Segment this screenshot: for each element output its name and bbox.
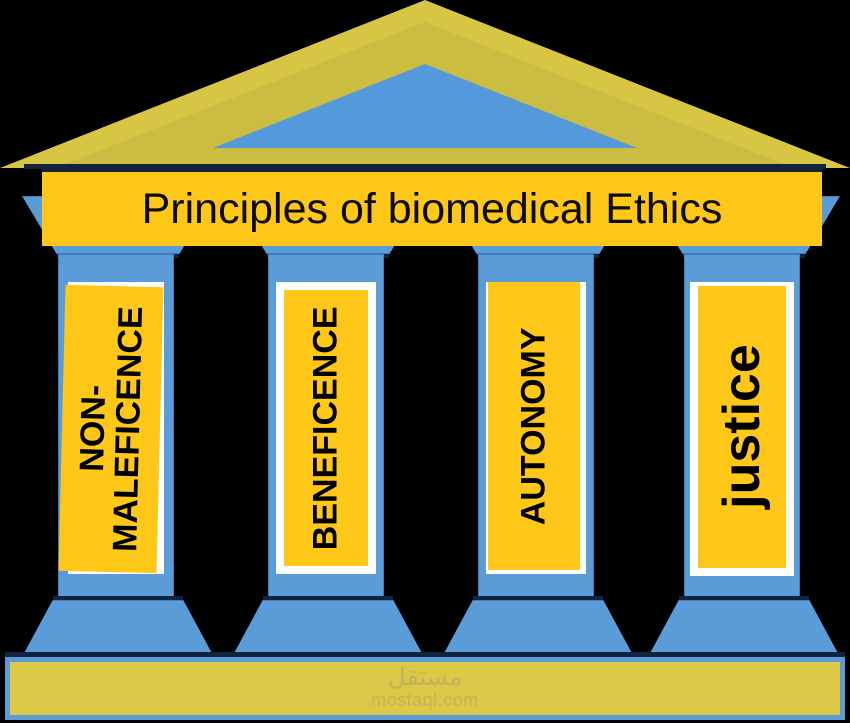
column-non-maleficence: NON- MALEFICENCE — [22, 196, 214, 600]
stylobate-base — [5, 657, 845, 720]
column-base-justice — [648, 596, 840, 657]
pediment-base-shadow — [24, 164, 826, 169]
title-banner-shadow — [42, 169, 822, 173]
pediment-blue-triangle — [213, 64, 637, 148]
column-justice: justice — [648, 196, 840, 600]
column-label-plate-autonomy: AUTONOMY — [488, 282, 580, 570]
column-label-justice: justice — [712, 344, 771, 510]
column-autonomy: AUTONOMY — [442, 196, 634, 600]
column-label-plate-beneficence: BENEFICENCE — [284, 290, 368, 566]
column-base-beneficence — [232, 596, 424, 657]
title-banner: Principles of biomedical Ethics — [42, 172, 822, 246]
column-beneficence: BENEFICENCE — [232, 196, 424, 600]
column-label-plate-non-maleficence: NON- MALEFICENCE — [58, 284, 164, 574]
column-base-autonomy — [442, 596, 634, 657]
column-label-autonomy: AUTONOMY — [514, 327, 553, 525]
pediment — [0, 0, 850, 172]
column-base-non-maleficence — [22, 596, 214, 657]
page-title: Principles of biomedical Ethics — [141, 184, 723, 233]
plinth-shadow — [5, 652, 845, 657]
column-label-non-maleficence: NON- MALEFICENCE — [73, 306, 150, 553]
column-label-plate-justice: justice — [698, 286, 786, 568]
column-label-beneficence: BENEFICENCE — [306, 306, 345, 550]
